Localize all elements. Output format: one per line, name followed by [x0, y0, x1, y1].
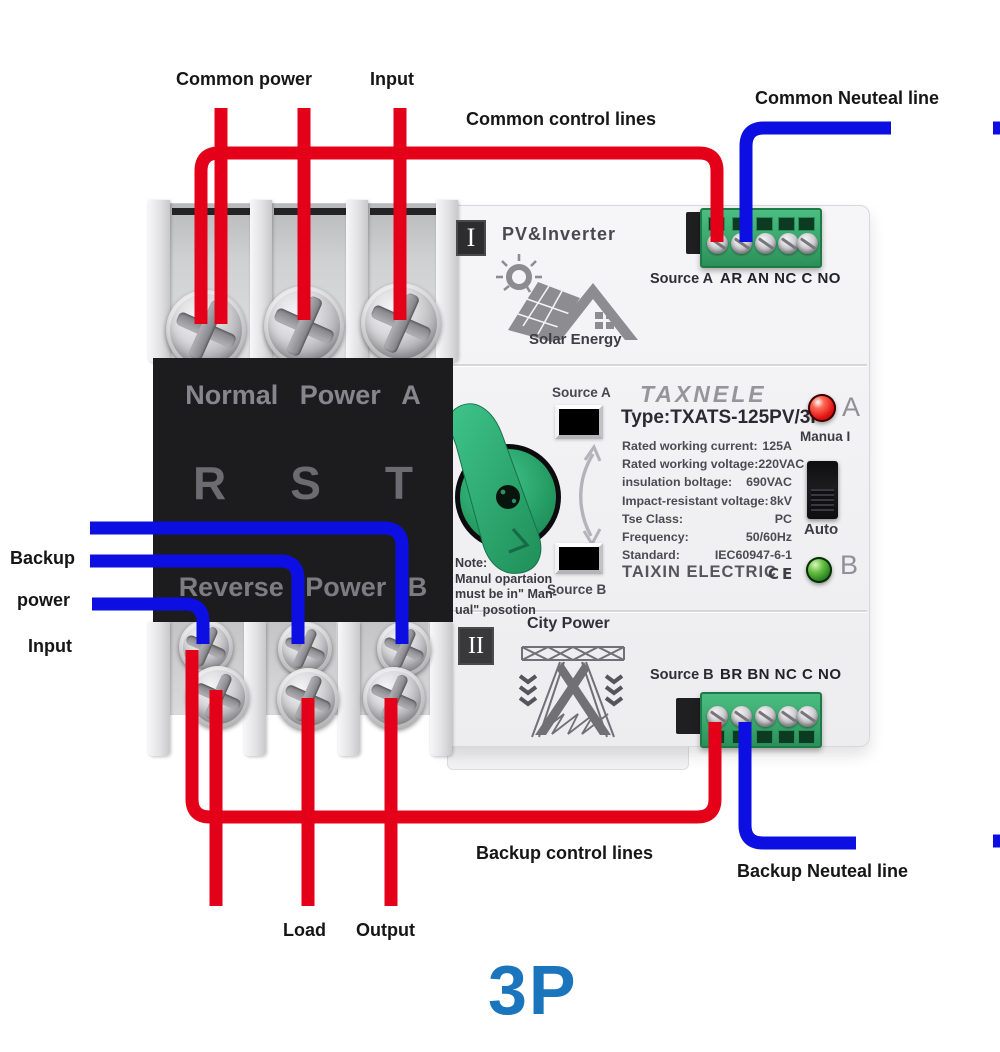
company-name: TAIXIN ELECTRIC — [622, 563, 777, 581]
label-load: Load — [283, 920, 326, 940]
source-a-window-label: Source A — [552, 385, 611, 400]
label-common-power: Common power — [176, 69, 313, 89]
terminal-separator — [430, 622, 452, 756]
spec-table: Rated working current: 125A Rated working… — [622, 437, 804, 564]
led-indicator-a — [808, 394, 836, 422]
note-line: must be in" Man- — [455, 587, 557, 601]
section-2-badge: II — [458, 627, 494, 665]
type-model-text: Type:TXATS-125PV/3P — [621, 407, 824, 428]
label-input-top: Input — [370, 69, 414, 89]
spec-label: Impact-resistant voltage: — [622, 493, 769, 508]
control-terminal-block-a — [700, 208, 822, 268]
phase-s-label: S — [290, 457, 321, 509]
terminal-separator — [148, 622, 170, 756]
spec-value: 220VAC — [758, 457, 805, 472]
spec-value: 690VAC — [746, 475, 792, 490]
spec-value: 8kV — [769, 493, 792, 508]
spec-label: Frequency: — [622, 530, 689, 545]
terminal-separator — [148, 200, 170, 362]
spec-label: insulation boltage: — [622, 475, 733, 490]
label-backup-neutral-line: Backup Neuteal line — [737, 861, 909, 881]
phase-t-label: T — [384, 457, 413, 509]
section-1-badge: I — [456, 220, 486, 256]
spec-label: Rated working voltage: — [622, 457, 759, 472]
label-backup-control-lines: Backup control lines — [476, 843, 654, 863]
source-b-window-label: Source B — [547, 582, 607, 597]
source-b-indicator-window — [555, 543, 603, 574]
load-screw-terminal-r — [187, 666, 249, 728]
source-a-indicator-window — [555, 405, 603, 439]
brand-logo: TAXNELE — [640, 381, 767, 407]
phase-label-panel: Normal Power A R S T Reverse Power B — [153, 358, 453, 622]
note-line: ual" posotion — [455, 602, 536, 617]
manual-label: Manua I — [800, 429, 851, 444]
label-common-control-lines: Common control lines — [466, 109, 657, 129]
label-input-left: Input — [28, 636, 72, 656]
spec-value: IEC60947-6-1 — [714, 548, 792, 563]
terminal-names-a: AR AN NC C NO — [720, 270, 841, 287]
power-tower-icon — [518, 645, 625, 738]
ce-mark: CE — [768, 565, 796, 583]
terminal-names-b: BR BN NC C NO — [720, 666, 842, 683]
note-line: Note: — [455, 556, 488, 570]
normal-power-label: Normal Power A — [185, 380, 421, 410]
terminal-connector — [676, 698, 702, 734]
label-output: Output — [356, 920, 415, 940]
label-common-neutral-line: Common Neuteal line — [755, 88, 940, 108]
pole-count-label: 3P — [488, 951, 578, 1029]
spec-value: 125A — [762, 439, 792, 453]
spec-label: Rated working current: — [622, 439, 758, 453]
rotary-selector-knob — [449, 403, 561, 574]
load-screw-terminal-s — [277, 668, 339, 730]
din-rail-tab — [447, 743, 689, 770]
load-screw-terminal-t — [363, 667, 425, 729]
solar-energy-icon — [496, 254, 638, 342]
indicator-b-letter: B — [840, 550, 859, 580]
label-power: power — [17, 590, 71, 610]
note-line: Manul opartaion — [455, 571, 553, 586]
solar-energy-caption: Solar Energy — [529, 331, 622, 348]
spec-value: PC — [774, 511, 792, 526]
manual-auto-switch — [807, 461, 838, 519]
spec-label: Standard: — [622, 548, 680, 563]
source-b-terminal-label: Source B — [650, 667, 714, 683]
city-power-title: City Power — [527, 615, 610, 632]
spec-label: Tse Class: — [622, 511, 684, 526]
control-terminal-block-b — [700, 692, 822, 748]
phase-r-label: R — [193, 457, 227, 509]
power-a-screw-terminal-s — [264, 286, 344, 366]
spec-value: 50/60Hz — [745, 530, 792, 545]
panel-divider — [444, 610, 867, 612]
label-backup: Backup — [10, 548, 76, 568]
terminal-separator — [436, 200, 458, 362]
panel-divider — [444, 364, 867, 366]
reverse-power-label: Reverse Power B — [178, 572, 428, 602]
led-indicator-b — [806, 557, 832, 583]
terminal-separator — [338, 622, 360, 756]
manual-operation-note: Note: Manul opartaion must be in" Man- u… — [455, 556, 557, 618]
pv-inverter-title: PV&Inverter — [502, 224, 617, 244]
power-a-screw-terminal-t — [361, 283, 441, 363]
indicator-a-letter: A — [842, 392, 861, 422]
auto-label: Auto — [804, 521, 839, 538]
source-a-terminal-label: Source A — [650, 271, 714, 287]
